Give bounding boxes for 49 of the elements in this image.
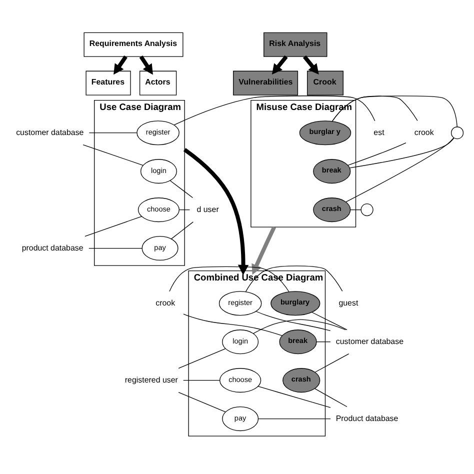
node-ellipse: pay: [142, 236, 178, 261]
connector: [245, 266, 343, 292]
connector: [258, 418, 331, 420]
connector: [312, 312, 348, 330]
node-person: [450, 126, 464, 140]
connector: [178, 209, 190, 210]
connector: [178, 392, 226, 412]
connector: [170, 180, 194, 198]
connector: [183, 314, 283, 336]
arrow: [183, 148, 249, 276]
arrow: [302, 55, 319, 74]
connector: [314, 388, 348, 408]
node-ellipse: crash: [313, 198, 351, 222]
connector: [258, 386, 331, 408]
node-ellipse: register: [218, 291, 262, 316]
connector: [82, 144, 144, 166]
connector: [169, 266, 290, 292]
node-ellipse: crash: [282, 368, 320, 393]
connector: [346, 137, 454, 202]
connector: [84, 216, 142, 237]
node-ellipse: login: [222, 330, 259, 354]
connector: [253, 319, 346, 334]
connector: [332, 96, 458, 128]
node-person: [360, 204, 374, 216]
connector: [350, 209, 362, 210]
connector: [256, 311, 331, 332]
connector: [348, 142, 406, 166]
connector: [183, 380, 220, 381]
node-ellipse: break: [279, 330, 317, 354]
node-ellipse: pay: [222, 406, 259, 432]
node-ellipse: choose: [138, 198, 180, 222]
node-ellipse: burglary: [270, 291, 320, 316]
connector: [178, 348, 226, 369]
node-ellipse: register: [136, 120, 180, 146]
connector: [332, 96, 418, 122]
connector: [174, 96, 376, 126]
connector: [314, 354, 350, 373]
node-ellipse: burglar y: [299, 120, 352, 146]
node-ellipse: login: [140, 159, 177, 184]
node-ellipse: break: [313, 159, 351, 184]
connector: [349, 138, 454, 168]
connector: [88, 132, 138, 134]
connector: [171, 222, 194, 240]
connector: [88, 248, 142, 249]
arrow: [252, 226, 276, 275]
arrow: [139, 56, 153, 75]
node-ellipse: choose: [220, 368, 262, 393]
arrow: [272, 55, 288, 74]
arrow: [114, 56, 128, 75]
